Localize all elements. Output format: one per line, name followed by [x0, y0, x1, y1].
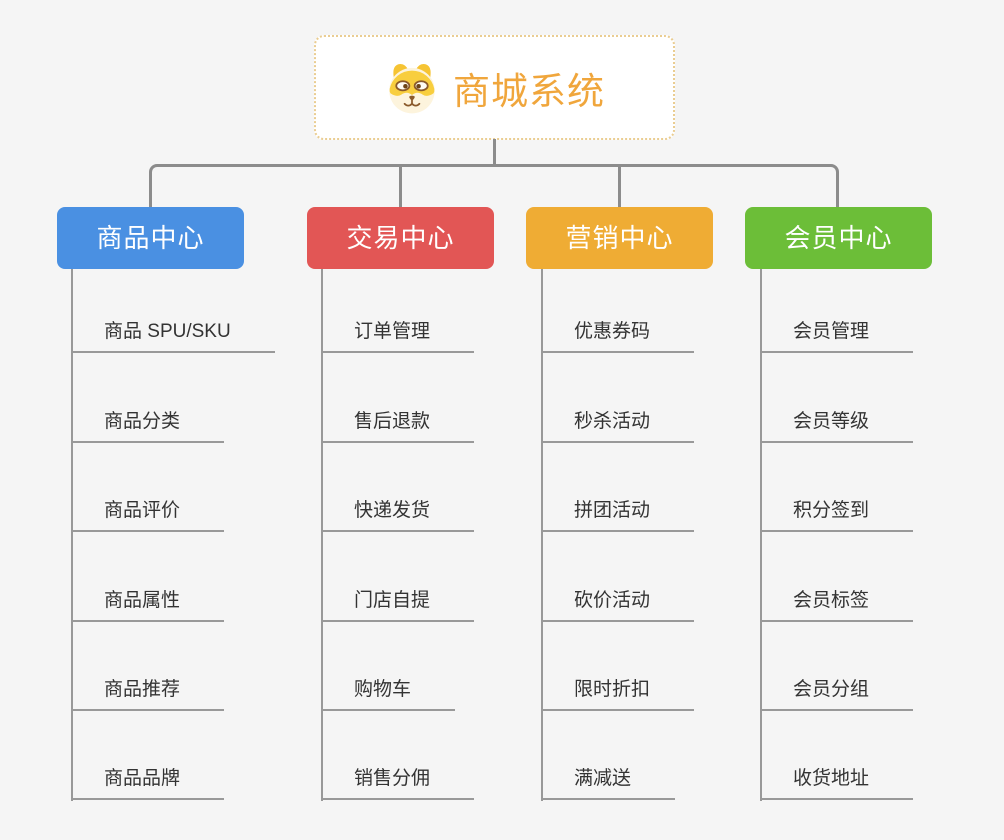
leaf-node[interactable]: 商品推荐 [71, 677, 225, 711]
leaf-node[interactable]: 秒杀活动 [541, 409, 695, 443]
branch-node-trade-center[interactable]: 交易中心 [307, 207, 494, 269]
connector-spine [71, 269, 73, 801]
connector-drop-trade [399, 167, 402, 207]
root-node[interactable]: 商城系统 [314, 35, 675, 140]
connector-spine [541, 269, 543, 801]
leaf-node[interactable]: 会员分组 [760, 677, 914, 711]
leaf-node[interactable]: 售后退款 [321, 409, 475, 443]
leaf-node[interactable]: 商品品牌 [71, 766, 225, 800]
branch-node-member-center[interactable]: 会员中心 [745, 207, 932, 269]
leaf-node[interactable]: 满减送 [541, 766, 676, 800]
leaf-node[interactable]: 商品评价 [71, 498, 225, 532]
leaf-node[interactable]: 收货地址 [760, 766, 914, 800]
leaf-node[interactable]: 会员等级 [760, 409, 914, 443]
leaf-node[interactable]: 商品分类 [71, 409, 225, 443]
leaf-node[interactable]: 会员标签 [760, 588, 914, 622]
branch-node-marketing-center[interactable]: 营销中心 [526, 207, 713, 269]
leaf-node[interactable]: 快递发货 [321, 498, 475, 532]
connector-spine [321, 269, 323, 801]
leaf-node[interactable]: 商品属性 [71, 588, 225, 622]
connector-spine [760, 269, 762, 801]
leaf-node[interactable]: 砍价活动 [541, 588, 695, 622]
dog-face-icon [389, 63, 435, 113]
leaf-node[interactable]: 优惠券码 [541, 319, 695, 353]
connector-bus [149, 164, 839, 207]
leaf-node[interactable]: 会员管理 [760, 319, 914, 353]
leaf-node[interactable]: 积分签到 [760, 498, 914, 532]
connector-root-stub [493, 139, 496, 165]
connector-drop-marketing [618, 167, 621, 207]
leaf-node[interactable]: 限时折扣 [541, 677, 695, 711]
leaf-node[interactable]: 门店自提 [321, 588, 475, 622]
root-title: 商城系统 [453, 70, 605, 112]
branch-node-product-center[interactable]: 商品中心 [57, 207, 244, 269]
leaf-node[interactable]: 拼团活动 [541, 498, 695, 532]
leaf-node[interactable]: 订单管理 [321, 319, 475, 353]
leaf-node[interactable]: 商品 SPU/SKU [71, 319, 275, 353]
leaf-node[interactable]: 销售分佣 [321, 766, 475, 800]
leaf-node[interactable]: 购物车 [321, 677, 456, 711]
